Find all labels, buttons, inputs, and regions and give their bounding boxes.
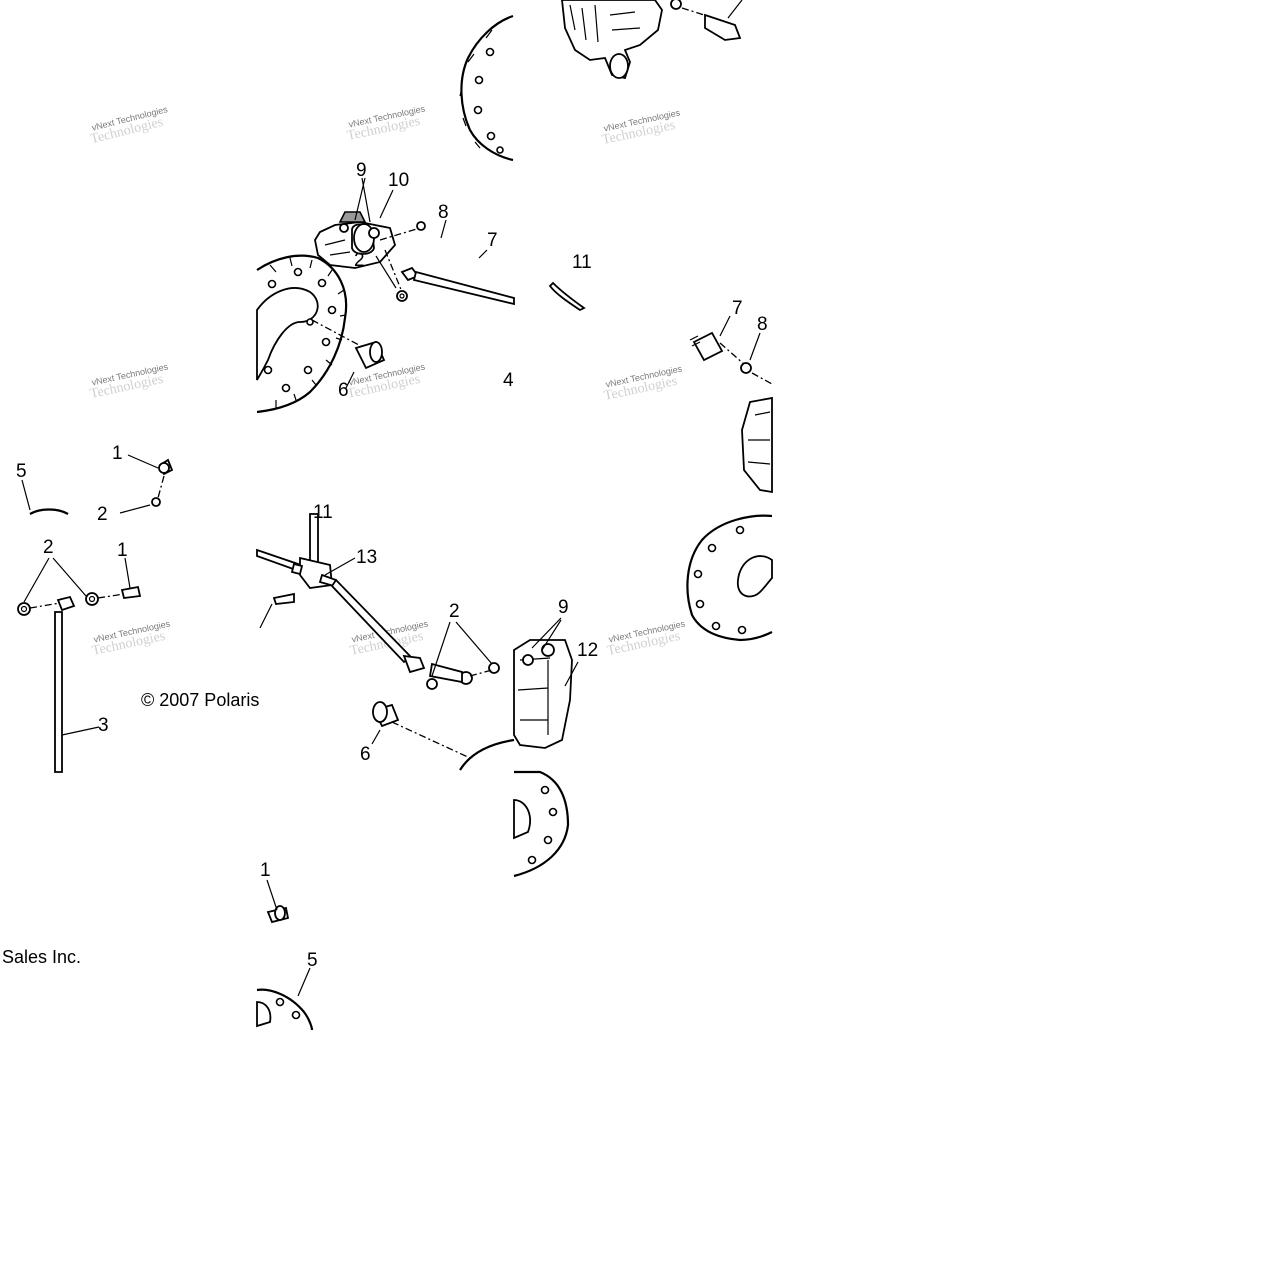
lower-right-disc [686,514,773,642]
callout-5: 5 [307,950,318,971]
callout-12: 12 [577,640,598,661]
callout-6: 6 [338,380,349,401]
callout-2: 2 [97,504,108,525]
sales-text: Sales Inc. [2,947,81,967]
callout-8: 8 [438,202,449,223]
callout-11: 11 [572,252,592,273]
callout-7: 7 [732,298,743,319]
callout-5: 5 [16,461,27,482]
callout-13: 13 [356,547,377,568]
callout-2: 2 [43,537,54,558]
callout-8: 8 [757,314,768,335]
middle-disc [256,254,348,414]
callout-1: 1 [260,860,271,881]
right-middle-parts [689,315,773,494]
bottom-disc-fragments [459,738,570,878]
callouts: 9 10 8 7 11 2 6 4 7 8 5 1 2 2 1 3 11 13 … [16,160,768,971]
callout-2: 2 [354,250,365,271]
lower-caliper [513,617,579,749]
callout-4: 4 [503,370,514,391]
callout-1: 1 [112,443,123,464]
callout-1: 1 [117,540,128,561]
callout-9: 9 [356,160,367,181]
callout-6: 6 [360,744,371,765]
callout-2: 2 [449,601,460,622]
middle-brake-line [311,177,586,389]
left-lower-hose [17,557,142,773]
top-disc-fragment [459,14,514,162]
callout-9: 9 [558,597,569,618]
middle-caliper [314,211,397,269]
top-caliper [561,0,743,80]
center-lower-assembly [256,513,500,759]
bottom-left-parts [256,879,314,1031]
callout-10: 10 [388,170,409,191]
callout-11: 11 [313,502,333,523]
copyright-text: © 2007 Polaris [141,690,259,710]
callout-3: 3 [98,715,109,736]
callout-7: 7 [487,230,498,251]
left-middle-parts [21,454,174,515]
